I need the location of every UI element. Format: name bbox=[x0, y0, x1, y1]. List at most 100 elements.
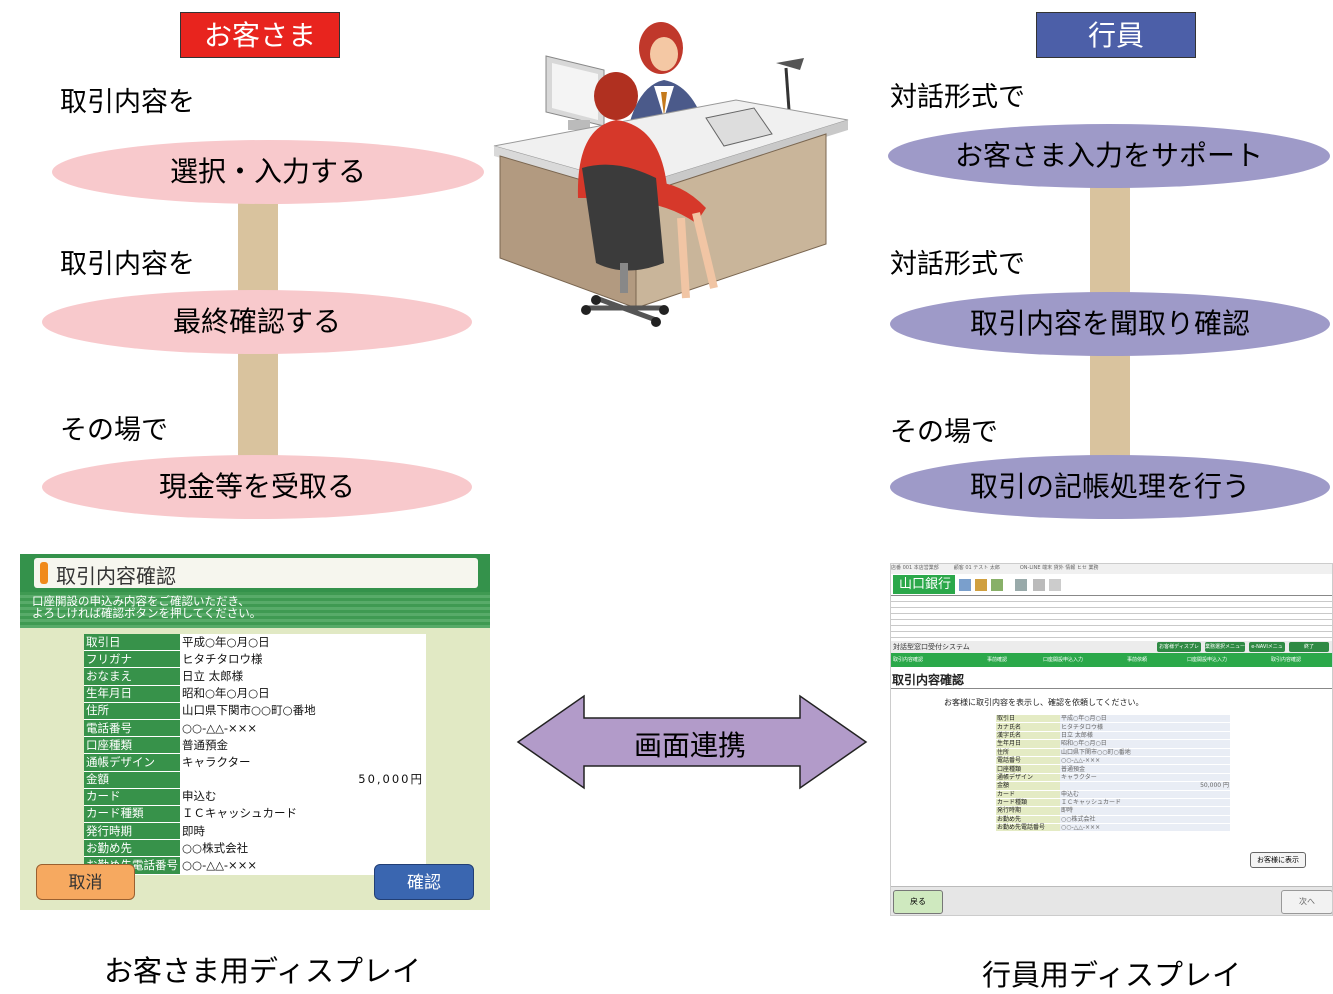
row-value: 昭和○年○月○日 bbox=[1060, 739, 1230, 749]
row-key: お勤め先 bbox=[996, 815, 1060, 825]
table-row: カナ氏名ヒタチタロウ様 bbox=[996, 722, 1230, 732]
row-value: 普通預金 bbox=[180, 736, 426, 755]
cancel-button[interactable]: 取消 bbox=[36, 864, 135, 900]
row-value: ○○-△△-××× bbox=[1060, 823, 1230, 833]
staff-step-oval: 取引内容を聞取り確認 bbox=[890, 292, 1330, 356]
table-row: カード申込む bbox=[996, 790, 1230, 799]
instruction-line: よろしければ確認ボタンを押してください。 bbox=[32, 606, 262, 620]
connector-bar bbox=[1090, 345, 1130, 475]
customer-step-prefix: 取引内容を bbox=[60, 87, 195, 118]
staff-display-topbar: 店番 001 本店営業部 顧客 01 テスト 太郎 ON-LINE 端末 貸外 … bbox=[891, 564, 1332, 574]
step-item: 取引内容確認 bbox=[893, 657, 924, 663]
table-row: 電話番号○○-△△-××× bbox=[996, 756, 1230, 766]
row-key: 金額 bbox=[996, 781, 1060, 791]
row-key: カード種類 bbox=[996, 798, 1060, 808]
table-row: 生年月日昭和○年○月○日 bbox=[84, 685, 426, 703]
row-value: キャラクター bbox=[180, 753, 426, 772]
row-value: ○○株式会社 bbox=[1060, 815, 1230, 825]
row-value: キャラクター bbox=[1060, 773, 1230, 783]
row-key: 電話番号 bbox=[84, 719, 180, 738]
staff-display-title: 取引内容確認 bbox=[892, 673, 965, 687]
row-key: 生年月日 bbox=[84, 685, 180, 703]
table-row: 口座種類普通預金 bbox=[84, 736, 426, 755]
customer-info-grid bbox=[891, 595, 1332, 642]
row-key: カード種類 bbox=[84, 805, 180, 824]
confirm-button[interactable]: 確認 bbox=[374, 864, 474, 900]
customer-step-oval: 現金等を受取る bbox=[42, 455, 472, 519]
row-value: ヒタチタロウ様 bbox=[1060, 722, 1230, 732]
row-value: 50,000 円 bbox=[1060, 781, 1230, 791]
table-row: お勤め先○○株式会社 bbox=[996, 815, 1230, 825]
row-value: 普通預金 bbox=[1060, 764, 1230, 774]
bank-counter-illustration bbox=[493, 22, 849, 327]
customer-display-button[interactable]: お客様ディスプレイ bbox=[1157, 642, 1201, 660]
show-to-customer-button[interactable]: お客様に表示 bbox=[1250, 852, 1306, 868]
office-chair-icon bbox=[581, 164, 669, 327]
table-row: 漢字氏名日立 太郎様 bbox=[996, 731, 1230, 741]
staff-step-oval: お客さま入力をサポート bbox=[888, 124, 1330, 188]
table-row: 取引日平成○年○月○日 bbox=[84, 634, 426, 652]
step-item: 取引内容確認 bbox=[1271, 657, 1302, 663]
customer-step-oval: 最終確認する bbox=[42, 290, 472, 354]
table-row: 取引日平成○年○月○日 bbox=[996, 715, 1230, 724]
row-value: ＩＣキャッシュカード bbox=[1060, 798, 1230, 808]
next-button[interactable]: 次へ bbox=[1281, 890, 1332, 914]
row-key: おなまえ bbox=[84, 667, 180, 686]
row-key: カード bbox=[996, 790, 1060, 799]
back-button[interactable]: 戻る bbox=[893, 890, 943, 914]
staff-display: 店番 001 本店営業部 顧客 01 テスト 太郎 ON-LINE 端末 貸外 … bbox=[890, 563, 1333, 916]
staff-display-caption: 行員用ディスプレイ bbox=[982, 958, 1241, 992]
table-row: 口座種類普通預金 bbox=[996, 764, 1230, 774]
exit-button[interactable]: 終了 bbox=[1289, 642, 1329, 652]
row-value: 平成○年○月○日 bbox=[1060, 715, 1230, 724]
customer-display-caption: お客さま用ディスプレイ bbox=[104, 954, 421, 988]
connector-bar bbox=[238, 335, 278, 475]
row-key: お勤め先 bbox=[84, 839, 180, 858]
table-row: 住所山口県下関市○○町○番地 bbox=[996, 748, 1230, 757]
staff-header: 行員 bbox=[1036, 12, 1196, 58]
table-row: 生年月日昭和○年○月○日 bbox=[996, 739, 1230, 749]
step-progress: 取引内容確認 事前確認 口座開設申込入力 事前依頼 口座開設申込入力 取引内容確… bbox=[891, 653, 1332, 667]
screen-link-arrow bbox=[516, 694, 868, 790]
row-value: ○○-△△-××× bbox=[1060, 756, 1230, 766]
row-key: 取引日 bbox=[996, 715, 1060, 724]
table-row: フリガナヒタチタロウ様 bbox=[84, 650, 426, 669]
bank-logo: 山口銀行 bbox=[893, 575, 955, 594]
menu-button[interactable]: 業務選択メニュー bbox=[1205, 642, 1246, 652]
row-key: カナ氏名 bbox=[996, 722, 1060, 732]
instruction-line: 口座開設の申込み内容をご確認いただき、 bbox=[32, 594, 250, 608]
table-row: お勤め先電話番号○○-△△-××× bbox=[996, 823, 1230, 833]
row-key: 住所 bbox=[996, 748, 1060, 757]
staff-step-prefix: 対話形式で bbox=[890, 82, 1025, 113]
row-key: お勤め先電話番号 bbox=[996, 823, 1060, 833]
customer-step-prefix: その場で bbox=[60, 415, 168, 446]
table-row: 発行時期即時 bbox=[84, 822, 426, 841]
row-value: 日立 太郎様 bbox=[1060, 731, 1230, 741]
customer-display: 取引内容確認 口座開設の申込み内容をご確認いただき、 よろしければ確認ボタンを押… bbox=[20, 554, 490, 910]
table-row: 住所山口県下関市○○町○番地 bbox=[84, 702, 426, 720]
step-item: 口座開設申込入力 bbox=[1187, 657, 1228, 663]
row-key: 取引日 bbox=[84, 634, 180, 652]
row-key: 電話番号 bbox=[996, 756, 1060, 766]
row-value: 申込む bbox=[1060, 790, 1230, 799]
row-value: 即時 bbox=[180, 822, 426, 841]
step-item: 事前依頼 bbox=[1127, 657, 1148, 663]
row-value: 山口県下関市○○町○番地 bbox=[180, 702, 426, 720]
customer-display-titlebar: 取引内容確認 bbox=[34, 558, 478, 588]
row-key: 通帳デザイン bbox=[996, 773, 1060, 783]
table-row: カード申込む bbox=[84, 788, 426, 806]
table-row: 電話番号○○-△△-××× bbox=[84, 719, 426, 738]
row-key: 口座種類 bbox=[996, 764, 1060, 774]
row-key: 発行時期 bbox=[84, 822, 180, 841]
table-row: 通帳デザインキャラクター bbox=[84, 753, 426, 772]
row-key: フリガナ bbox=[84, 650, 180, 669]
enavi-button[interactable]: e-NAVIメニュー bbox=[1249, 642, 1285, 660]
row-key: 発行時期 bbox=[996, 806, 1060, 816]
row-value: 昭和○年○月○日 bbox=[180, 685, 426, 703]
staff-step-prefix: 対話形式で bbox=[890, 249, 1025, 280]
staff-display-message: お客様に取引内容を表示し、確認を依頼してください。 bbox=[944, 698, 1144, 707]
staff-step-oval: 取引の記帳処理を行う bbox=[890, 455, 1330, 519]
